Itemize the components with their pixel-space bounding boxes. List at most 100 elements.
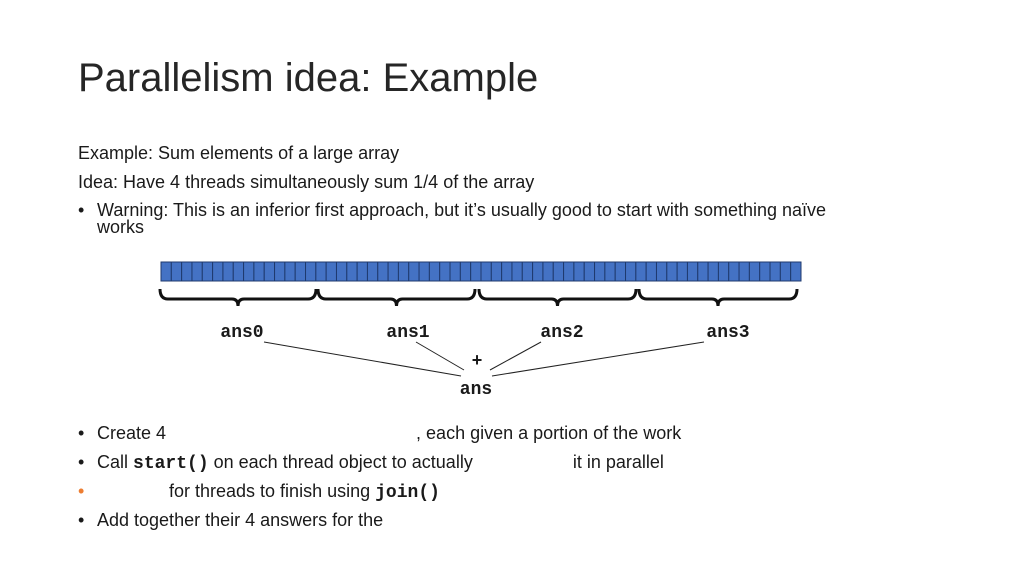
array-cell xyxy=(449,261,461,282)
array-cell xyxy=(532,261,544,282)
bullet-marker: • xyxy=(78,200,85,220)
array-cell xyxy=(191,261,203,282)
array-cell xyxy=(655,261,668,282)
array-cell xyxy=(408,261,420,282)
array-cell xyxy=(243,261,255,282)
warning-text-line2: works xyxy=(97,217,145,237)
array-cell xyxy=(717,261,730,282)
bullet-marker: • xyxy=(78,423,85,443)
partial-label-ans3: ans3 xyxy=(706,323,749,343)
array-cell xyxy=(480,261,492,282)
plus-sign: + xyxy=(472,352,483,372)
slide-title: Parallelism idea: Example xyxy=(78,56,539,100)
array-cell xyxy=(397,261,410,282)
connector-line-1 xyxy=(415,341,465,371)
array-cell xyxy=(284,261,296,282)
array-cell xyxy=(594,261,606,282)
join-code: join() xyxy=(375,483,440,503)
array-cell xyxy=(625,261,637,282)
array-cell xyxy=(769,261,781,282)
create-text: Create 4 xyxy=(97,423,167,443)
warning-text-line1: Warning: This is an inferior first appro… xyxy=(97,200,827,220)
array-cell xyxy=(583,261,596,282)
bullet-marker: • xyxy=(78,452,85,472)
connector-line-2 xyxy=(489,341,542,371)
connector-line-3 xyxy=(491,341,705,377)
partial-label-ans0: ans0 xyxy=(220,323,263,343)
array-cell xyxy=(738,261,750,282)
array-cell xyxy=(160,261,172,282)
array-cell xyxy=(666,261,678,282)
brace-3 xyxy=(637,288,799,307)
array-cell xyxy=(366,261,379,282)
connector-line-0 xyxy=(263,341,462,377)
array-cell xyxy=(728,261,740,282)
array-cell xyxy=(315,261,327,282)
array-cell xyxy=(542,261,554,282)
array-cell xyxy=(790,261,802,282)
bullet-marker: • xyxy=(78,510,85,530)
array-cell xyxy=(170,261,183,282)
partial-label-ans2: ans2 xyxy=(540,323,583,343)
array-cell xyxy=(552,261,565,282)
array-cell xyxy=(387,261,399,282)
add-answers-text: Add together their 4 answers for the xyxy=(97,510,384,530)
idea-line: Idea: Have 4 threads simultaneously sum … xyxy=(78,172,535,192)
array-cell xyxy=(335,261,348,282)
result-label-ans: ans xyxy=(460,380,492,400)
array-cell xyxy=(377,261,389,282)
array-cell xyxy=(263,261,276,282)
array-cell xyxy=(759,261,771,282)
array-cell xyxy=(253,261,265,282)
array-cell xyxy=(294,261,307,282)
array-cell xyxy=(459,261,472,282)
array-cell xyxy=(439,261,451,282)
call-text: Call xyxy=(97,452,134,472)
array-braces xyxy=(158,288,799,307)
array-cell xyxy=(222,261,234,282)
array-cell xyxy=(573,261,585,282)
array-cell xyxy=(511,261,523,282)
array-cell xyxy=(346,261,358,282)
array-cell xyxy=(614,261,627,282)
wait-text: for threads to finish using xyxy=(169,481,376,501)
bullet-marker-orange: • xyxy=(78,481,85,501)
array-cell xyxy=(779,261,792,282)
array-cell xyxy=(501,261,513,282)
array-cell xyxy=(563,261,575,282)
array-cell xyxy=(356,261,368,282)
array-cell xyxy=(418,261,430,282)
array-cell xyxy=(521,261,534,282)
array-cell xyxy=(181,261,193,282)
array-cell xyxy=(325,261,337,282)
array-cell xyxy=(707,261,719,282)
array-cell xyxy=(490,261,503,282)
array-cell xyxy=(232,261,245,282)
brace-1 xyxy=(316,288,477,307)
array-cell xyxy=(201,261,214,282)
start-code: start() xyxy=(133,454,209,474)
array-cell xyxy=(274,261,286,282)
array-cell xyxy=(604,261,616,282)
array-cell xyxy=(748,261,761,282)
brace-2 xyxy=(477,288,638,307)
array-cell xyxy=(428,261,441,282)
array-cells xyxy=(160,261,802,282)
array-cell xyxy=(305,261,317,282)
array-cell xyxy=(697,261,709,282)
array-cell xyxy=(635,261,647,282)
array-cell xyxy=(212,261,224,282)
parallel-text: it in parallel xyxy=(572,452,664,472)
connector-lines xyxy=(263,341,705,377)
portion-text: , each given a portion of the work xyxy=(416,423,682,443)
actually-text: on each thread object to actually xyxy=(208,452,473,472)
brace-0 xyxy=(158,288,318,307)
example-line: Example: Sum elements of a large array xyxy=(78,143,400,163)
array-cell xyxy=(470,261,482,282)
array-cell xyxy=(676,261,688,282)
array-cell xyxy=(686,261,699,282)
partial-label-ans1: ans1 xyxy=(386,323,429,343)
array-cell xyxy=(645,261,657,282)
